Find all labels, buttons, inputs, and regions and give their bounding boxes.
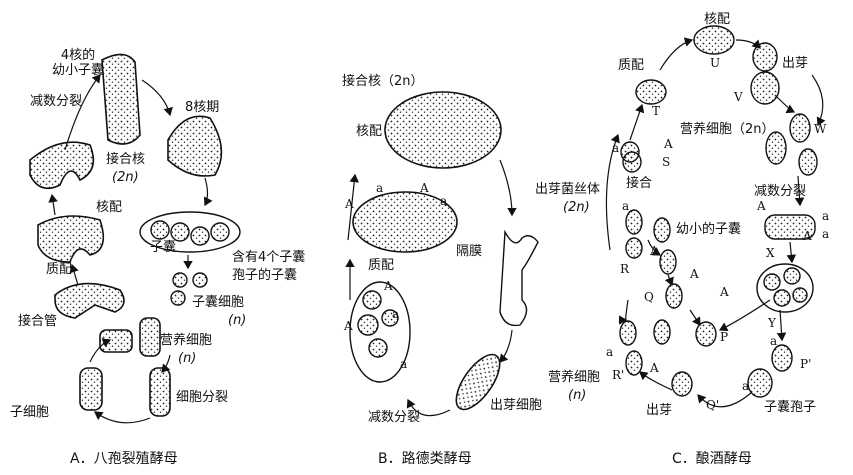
eight-nucleus-cell [167, 115, 223, 177]
label-conj-tube: 接合管 [18, 314, 58, 329]
pair-cell [99, 329, 133, 353]
svg-text:A: A [383, 279, 393, 293]
caption-panel-a: A．八孢裂殖酵母 [70, 451, 178, 467]
label-c-plasmogamy: 质配 [618, 58, 645, 73]
panel-c-ascus [756, 263, 814, 313]
budding-cell [455, 353, 501, 411]
label-b-karyogamy: 核配 [356, 124, 383, 139]
svg-text:A: A [719, 285, 729, 299]
svg-text:a: a [822, 209, 829, 223]
svg-text:a: a [440, 194, 447, 208]
svg-text:A: A [343, 319, 353, 333]
stage-letter-s: S [662, 155, 671, 169]
svg-text:a: a [376, 181, 383, 195]
label-ascus: 子囊 [150, 240, 177, 255]
stage-letter-p-prime: P' [800, 357, 812, 371]
label-c-hypha: 出芽菌丝体 [535, 182, 601, 197]
label-daughter: 子细胞 [10, 405, 50, 420]
label-c-meiosis: 减数分裂 [754, 184, 807, 199]
stage-letter-t: T [652, 104, 661, 118]
svg-text:A: A [649, 361, 659, 375]
caption-panel-c: C．酿酒酵母 [672, 451, 752, 467]
plasmogamy-cell [352, 191, 458, 253]
svg-text:A: A [663, 137, 673, 151]
label-c-budding-bottom: 出芽 [646, 403, 673, 418]
stage-letter-y: Y [768, 316, 776, 330]
vegetative-cell [139, 317, 161, 357]
label-c-karyogamy: 核配 [704, 12, 731, 27]
karyogamy-cell [37, 215, 105, 263]
label-b-meiosis: 减数分裂 [368, 410, 421, 425]
label-zygote-ploidy: (2n) [112, 170, 139, 185]
panel-c-arrows [605, 37, 826, 408]
label-division: 细胞分裂 [176, 390, 229, 405]
svg-text:a: a [770, 334, 777, 348]
caption-panel-b: B．路德类酵母 [378, 451, 472, 467]
panel-b-septum [499, 229, 539, 327]
panel-a-arrows [48, 74, 213, 424]
panel-b-ascus [349, 281, 411, 383]
label-ascospore: 子囊细胞 [192, 295, 245, 310]
label-vegetative: 营养细胞 [160, 333, 213, 348]
label-vegetative-ploidy: (n) [178, 351, 197, 366]
label-c-vegetative-n-ploidy: (n) [568, 388, 587, 403]
label-b-septum: 隔膜 [456, 244, 483, 259]
stage-letter-p: P [720, 330, 729, 344]
panel-c-cells [619, 25, 818, 398]
zygote-cell [29, 141, 95, 190]
svg-text:A: A [344, 197, 354, 211]
label-ascospore-ploidy: (n) [228, 313, 247, 328]
label-meiosis: 减数分裂 [30, 94, 83, 109]
stage-letter-q-prime: Q' [706, 398, 720, 412]
svg-text:A: A [689, 267, 699, 281]
young-ascus-cell [101, 53, 141, 145]
stage-letter-q: Q [644, 290, 654, 304]
label-four-spores-1: 含有4个子囊 [232, 250, 306, 265]
panel-b-arrows [345, 159, 517, 417]
svg-text:a: a [392, 307, 399, 321]
label-zygote-nucleus: 接合核 [106, 152, 146, 167]
svg-text:a: a [622, 199, 629, 213]
panel-a-ascus [139, 211, 241, 306]
daughter-cell-2 [149, 367, 171, 417]
stage-letter-r-prime: R' [612, 368, 625, 382]
panel-b-cells [352, 91, 502, 411]
svg-text:a: a [822, 227, 829, 241]
label-b-budding-cell: 出芽细胞 [490, 398, 543, 413]
label-c-vegetative-n: 营养细胞 [548, 370, 601, 385]
svg-text:a: a [606, 345, 613, 359]
daughter-cell-1 [79, 367, 103, 411]
zygote-nucleus-cell [384, 91, 502, 169]
stage-letter-u: U [710, 56, 721, 70]
label-c-ascospore: 子囊孢子 [764, 400, 817, 415]
svg-text:a: a [400, 357, 407, 371]
label-eight-nuclei: 8核期 [185, 100, 220, 115]
label-c-young-ascus: 幼小的子囊 [676, 222, 742, 237]
label-plasmogamy: 质配 [46, 262, 73, 277]
label-young-ascus: 4核的幼小子囊 [52, 48, 105, 78]
svg-text:a: a [612, 141, 619, 155]
svg-text:A: A [756, 199, 766, 213]
label-four-spores-2: 孢子的子囊 [232, 268, 298, 283]
label-b-plasmogamy: 质配 [368, 258, 395, 273]
label-karyogamy: 核配 [96, 200, 123, 215]
label-c-conjugation: 接合 [626, 176, 653, 191]
stage-letter-v: V [734, 90, 743, 104]
stage-letter-w: W [814, 122, 827, 136]
svg-text:A: A [649, 244, 659, 258]
label-c-vegetative-2n: 营养细胞（2n） [680, 122, 775, 137]
label-c-budding-top: 出芽 [782, 56, 809, 71]
svg-text:A: A [802, 229, 812, 243]
svg-text:A: A [419, 181, 429, 195]
label-b-zygote-nucleus: 接合核（2n） [342, 74, 424, 89]
stage-letter-r: R [620, 262, 630, 276]
svg-text:a: a [742, 379, 749, 393]
plasmogamy-cell [54, 282, 125, 319]
label-c-hypha-ploidy: (2n) [563, 200, 590, 215]
stage-letter-x: X [766, 246, 775, 260]
